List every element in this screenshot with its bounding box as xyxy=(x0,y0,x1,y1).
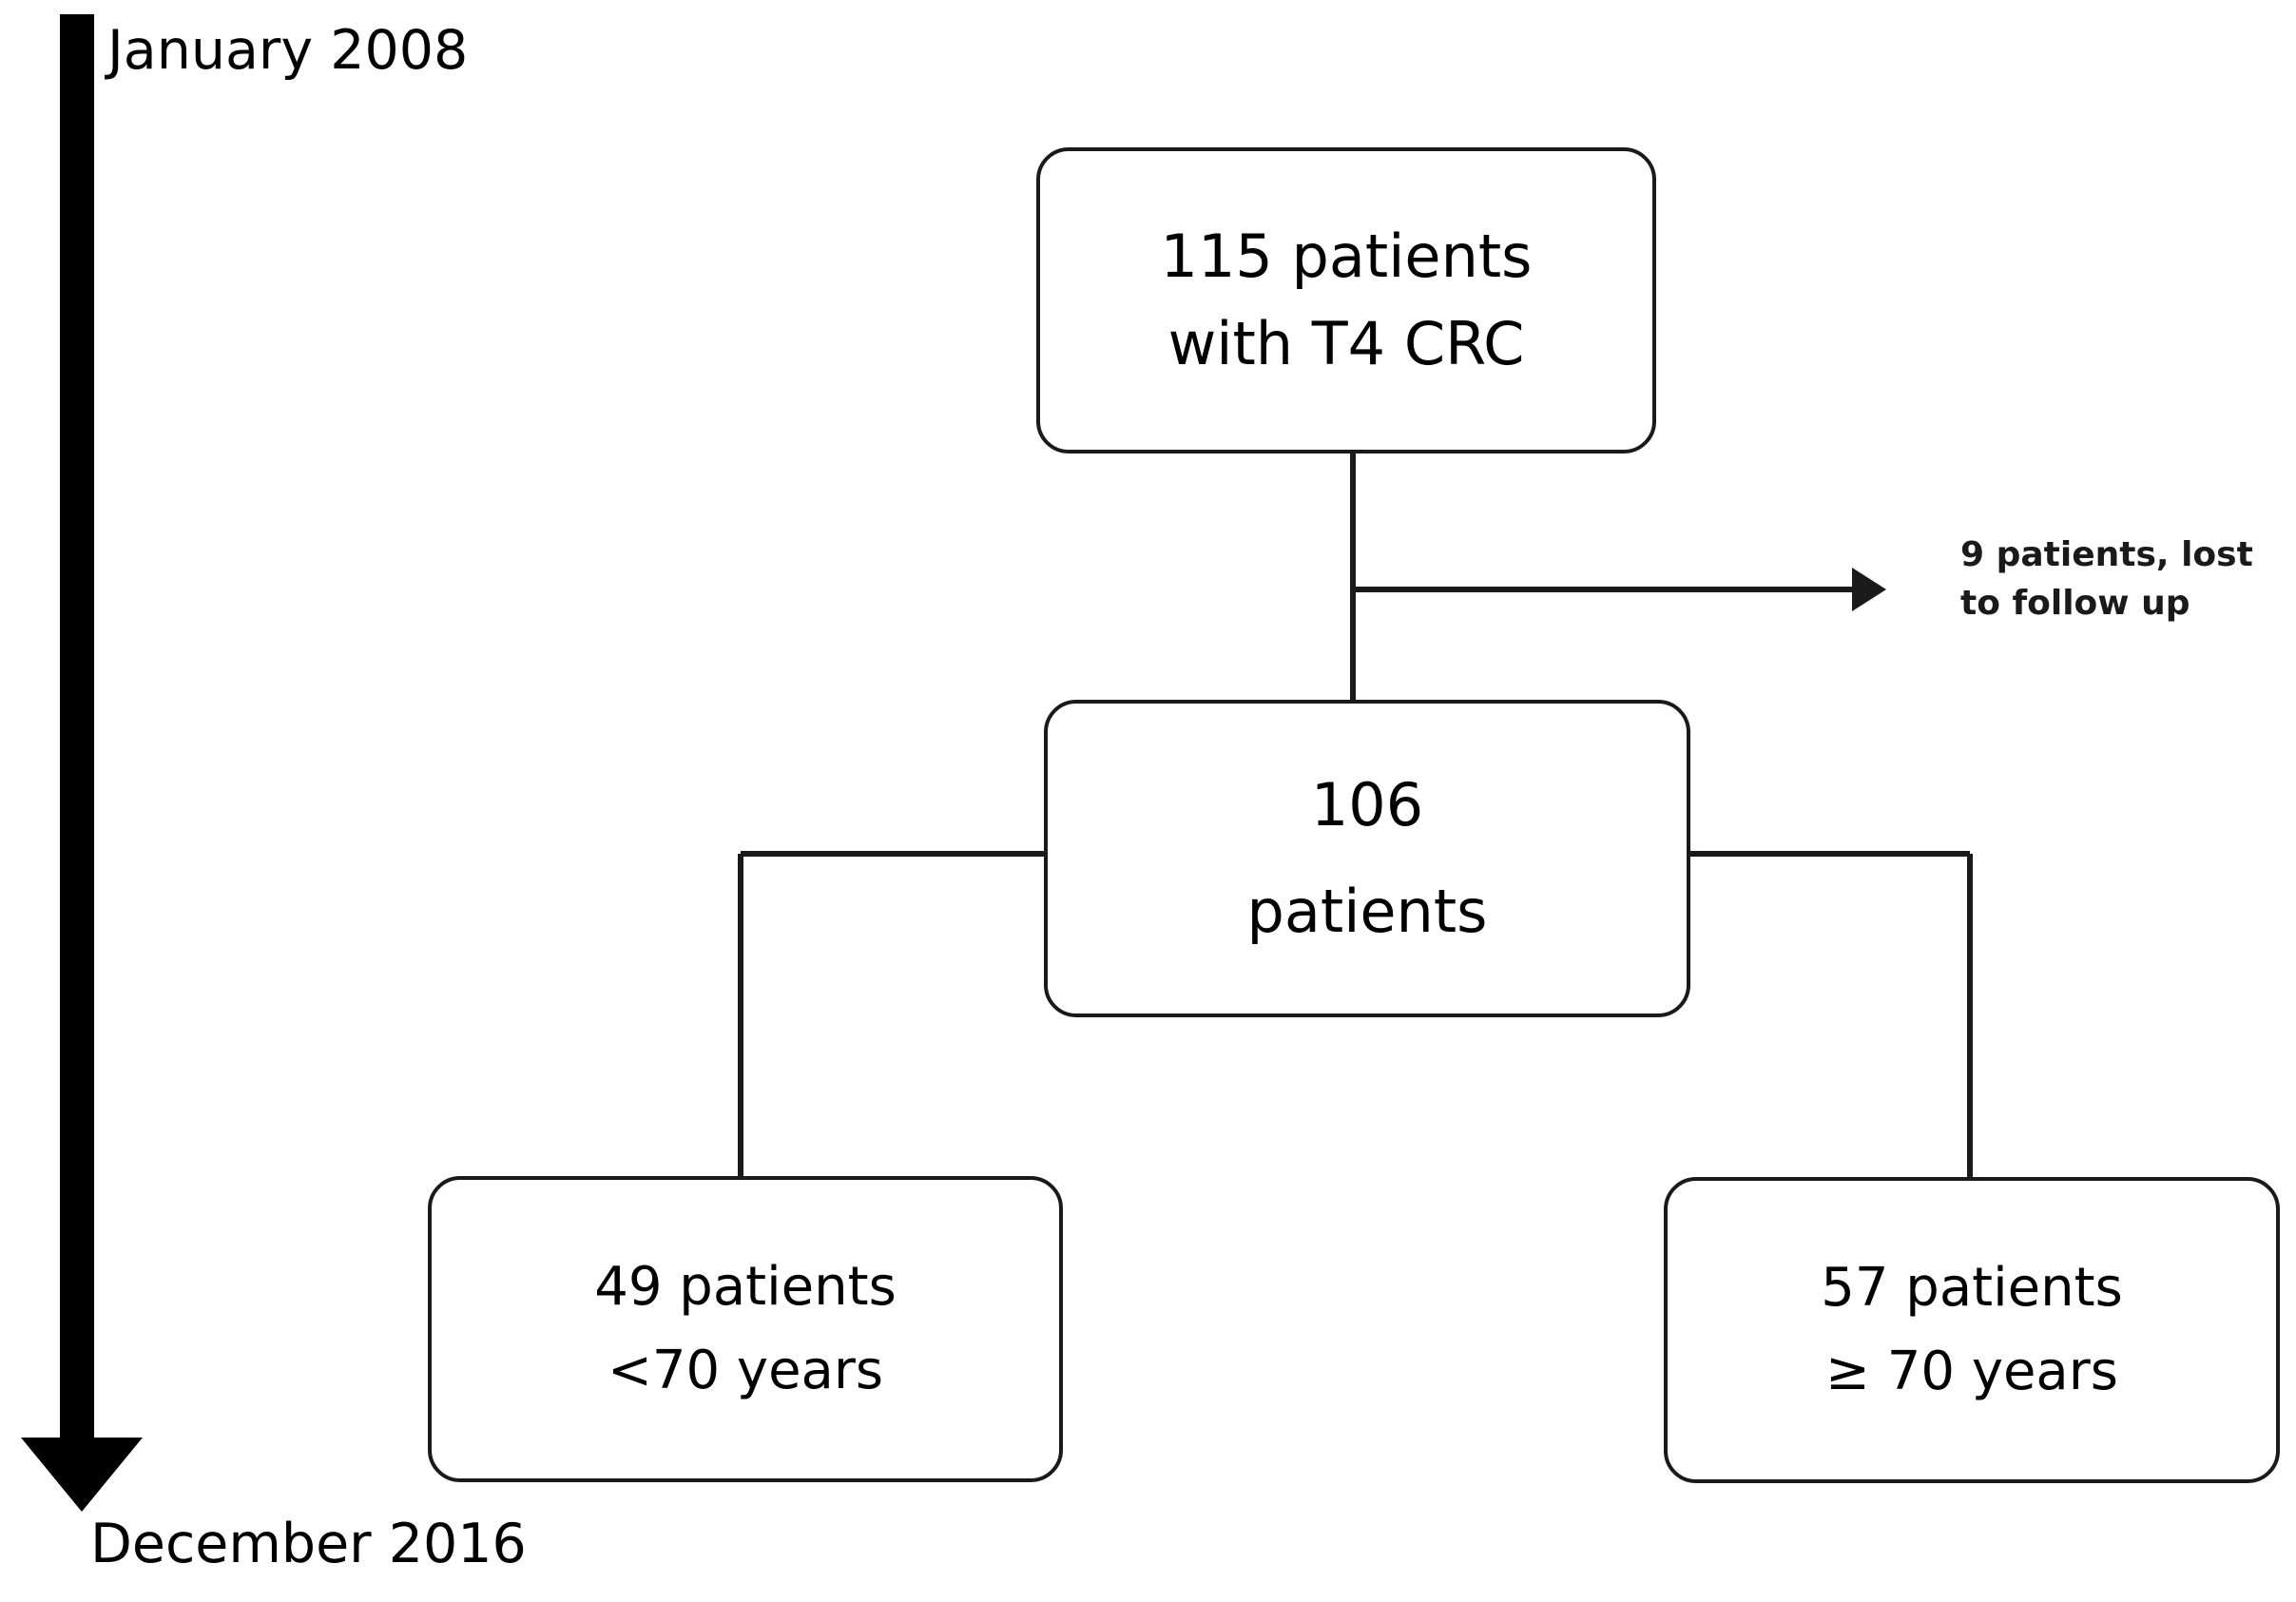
node-old-group: 57 patients ≥ 70 years xyxy=(1664,1177,2280,1483)
connector-included-to-old xyxy=(1690,851,1973,1179)
node-young-group-line2: <70 years xyxy=(607,1340,884,1401)
timeline-end-label: December 2016 xyxy=(90,1513,527,1575)
node-included-cohort-line2: patients xyxy=(1246,877,1488,946)
timeline-start-label: January 2008 xyxy=(107,19,469,82)
node-old-group-line1: 57 patients xyxy=(1821,1257,2123,1320)
node-total-cohort-line2: with T4 CRC xyxy=(1167,309,1525,378)
connector-lost-to-followup-arrow xyxy=(1353,568,1886,611)
node-total-cohort: 115 patients with T4 CRC xyxy=(1036,147,1656,454)
node-young-group-line1: 49 patients xyxy=(594,1256,897,1319)
exclusion-lost-to-followup-note: 9 patients, lost to follow up xyxy=(1960,531,2284,627)
node-included-cohort-line1: 106 xyxy=(1310,769,1424,840)
timeline-arrow-icon xyxy=(21,14,143,1512)
exclusion-lost-to-followup-line1: 9 patients, lost xyxy=(1960,535,2253,574)
connector-included-to-young xyxy=(738,851,1044,1178)
exclusion-lost-to-followup-line2: to follow up xyxy=(1960,584,2190,624)
node-total-cohort-line1: 115 patients xyxy=(1160,221,1533,291)
node-young-group: 49 patients <70 years xyxy=(428,1176,1063,1482)
node-included-cohort: 106 patients xyxy=(1044,700,1690,1017)
node-old-group-line2: ≥ 70 years xyxy=(1825,1341,2118,1402)
